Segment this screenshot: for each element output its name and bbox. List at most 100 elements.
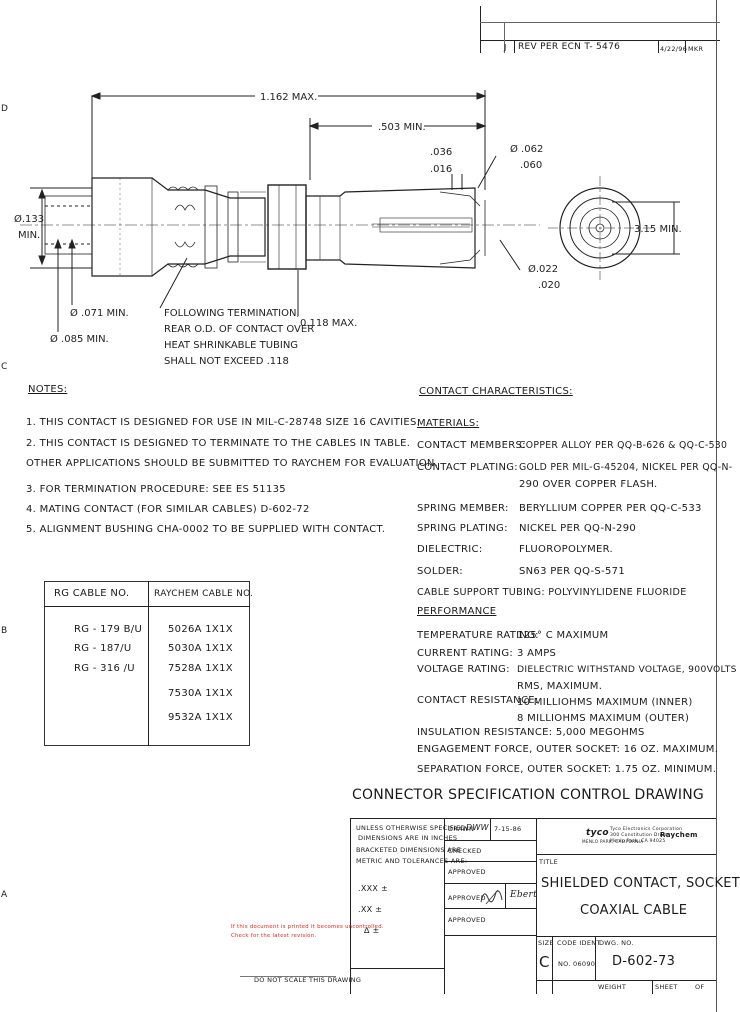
code-label: CODE IDENT [557, 939, 601, 947]
material-value: NICKEL PER QQ-N-290 [519, 523, 637, 534]
note-item: 3. FOR TERMINATION PROCEDURE: SEE ES 511… [26, 484, 286, 495]
note-item: OTHER APPLICATIONS SHOULD BE SUBMITTED T… [26, 458, 439, 469]
material-label: SPRING MEMBER: [417, 503, 509, 514]
table-cell: RG - 316 /U [74, 663, 135, 674]
note-item: 1. THIS CONTACT IS DESIGNED FOR USE IN M… [26, 417, 421, 428]
table-cell: 9532A 1X1X [168, 712, 233, 723]
table-header: RAYCHEM CABLE NO. [154, 589, 254, 599]
right-border-line [716, 0, 717, 1012]
termination-note-3: HEAT SHRINKABLE TUBING [164, 340, 298, 351]
dia-133-min: MIN. [18, 230, 40, 241]
approver-initials-signature [480, 889, 503, 905]
contact-characteristics: CONTACT CHARACTERISTICS: MATERIALS: CONT… [417, 386, 736, 786]
table-cell: RG - 179 B/U [74, 624, 143, 635]
revision-block: J REV PER ECN T- 5476 4/22/96 MKR [480, 6, 720, 53]
dim-overall-length: 1.162 MAX. [260, 92, 317, 103]
dia-133: Ø.133 [14, 213, 44, 225]
company-line: Tyco Electronics Corporation [610, 827, 683, 832]
title-line-2: COAXIAL CABLE [580, 903, 688, 918]
material-label: SPRING PLATING: [417, 523, 508, 534]
border-mark-d: D [1, 104, 9, 114]
revision-description: REV PER ECN T- 5476 [518, 42, 621, 52]
dim-016: .016 [430, 164, 452, 175]
weight-label: WEIGHT [598, 983, 627, 991]
performance-label: CONTACT RESISTANCE: [417, 695, 539, 706]
do-not-scale: DO NOT SCALE THIS DRAWING [254, 976, 362, 984]
separation-force: SEPARATION FORCE, OUTER SOCKET: 1.75 OZ.… [417, 764, 717, 775]
dwg-number: D-602-73 [612, 954, 676, 969]
drawn-date: 7-15-86 [494, 825, 522, 833]
table-cell: 7528A 1X1X [168, 663, 233, 674]
drawing-main-title: CONNECTOR SPECIFICATION CONTROL DRAWING [352, 787, 704, 803]
contact-drawing: 1.162 MAX. .503 MIN. .036 .016 Ø .062 .0… [14, 90, 682, 367]
performance-value: 125° C MAXIMUM [517, 630, 609, 641]
dwg-label: DWG. NO. [599, 939, 634, 947]
tolerance-note-1: UNLESS OTHERWISE SPECIFIED [356, 824, 466, 832]
tolerance-note-2: DIMENSIONS ARE IN INCHES [358, 834, 458, 842]
checked-label: CHECKED [448, 847, 482, 855]
performance-label: CURRENT RATING: [417, 648, 514, 659]
material-value: FLUOROPOLYMER. [519, 544, 614, 555]
sheet-label: SHEET [655, 983, 678, 991]
company-line: Menlo Park, CA 94025 [610, 839, 666, 844]
material-value: COPPER ALLOY PER QQ-B-626 & QQ-C-530 [519, 440, 728, 451]
border-mark-c: C [1, 362, 8, 372]
tolerance-note-3: BRACKETED DIMENSIONS ARE [356, 846, 462, 854]
size-label: SIZE [538, 939, 554, 947]
material-value: 290 OVER COPPER FLASH. [519, 479, 658, 490]
border-mark-a: A [1, 890, 8, 900]
termination-note-4: SHALL NOT EXCEED .118 [164, 356, 289, 367]
material-value: SN63 PER QQ-S-571 [519, 566, 625, 577]
title-label: TITLE [539, 858, 559, 866]
cable-table: RG CABLE NO. RAYCHEM CABLE NO. RG - 179 … [44, 581, 254, 746]
performance-value: DIELECTRIC WITHSTAND VOLTAGE, 900VOLTS [517, 664, 737, 675]
performance-value: 3 AMPS [517, 648, 557, 659]
table-cell: 7530A 1X1X [168, 688, 233, 699]
dim-315: 3.15 MIN. [634, 224, 682, 235]
title-line-1: SHIELDED CONTACT, SOCKET [541, 876, 740, 891]
table-header: RG CABLE NO. [54, 588, 130, 599]
dia-022: Ø.022 [528, 263, 558, 275]
company-line: 300 Constitution Drive [610, 833, 668, 838]
dim-118: 0.118 MAX. [300, 318, 357, 329]
material-value: GOLD PER MIL-G-45204, NICKEL PER QQ-N- [519, 462, 733, 473]
termination-note-1: FOLLOWING TERMINATION, [164, 308, 300, 319]
performance-heading: PERFORMANCE [417, 606, 497, 617]
tolerance-note-4: METRIC AND TOLERANCES ARE: [356, 857, 468, 865]
support-tubing: CABLE SUPPORT TUBING: POLYVINYLIDENE FLU… [417, 587, 687, 598]
table-cell: 5026A 1X1X [168, 624, 233, 635]
dia-071: Ø .071 MIN. [70, 307, 129, 319]
dim-060: .060 [520, 160, 542, 171]
tolerance-angle: ∆ ± [364, 926, 380, 935]
revision-date: 4/22/96 [660, 45, 688, 53]
dim-020: .020 [538, 280, 560, 291]
performance-label: TEMPERATURE RATING: [417, 630, 539, 641]
insulation-resistance: INSULATION RESISTANCE: 5,000 MEGOHMS [417, 727, 645, 738]
table-cell: 5030A 1X1X [168, 643, 233, 654]
engagement-force: ENGAGEMENT FORCE, OUTER SOCKET: 16 OZ. M… [417, 744, 719, 755]
approved2-label: APPROVED [448, 894, 486, 902]
size-value: C [539, 953, 550, 971]
code-value: NO. 06090 [558, 960, 596, 968]
material-label: CONTACT MEMBERS: [417, 440, 526, 451]
characteristics-heading: CONTACT CHARACTERISTICS: [419, 386, 573, 397]
disclaimer-line: Check for the latest revision. [231, 933, 317, 939]
raychem-logo: Raychem [660, 831, 698, 839]
drawn-label: DRAWN [448, 825, 475, 833]
note-item: 2. THIS CONTACT IS DESIGNED TO TERMINATE… [26, 438, 411, 449]
revision-letter: J [504, 43, 507, 52]
dia-085: Ø .085 MIN. [50, 333, 109, 345]
performance-label: VOLTAGE RATING: [417, 664, 510, 675]
performance-value: 8 MILLIOHMS MAXIMUM (OUTER) [517, 713, 690, 724]
material-value: BERYLLIUM COPPER PER QQ-C-533 [519, 503, 702, 514]
tolerance-xx: .XX ± [358, 905, 383, 914]
dim-062: Ø .062 [510, 143, 543, 155]
revision-approval: MKR [688, 45, 704, 53]
table-cell: RG - 187/U [74, 643, 132, 654]
note-item: 4. MATING CONTACT (FOR SIMILAR CABLES) D… [26, 504, 310, 515]
materials-heading: MATERIALS: [417, 418, 480, 429]
title-block: UNLESS OTHERWISE SPECIFIED DIMENSIONS AR… [240, 818, 740, 994]
company-logo: tyco [586, 828, 609, 838]
material-label: SOLDER: [417, 566, 463, 577]
performance-value: 10 MILLIOHMS MAXIMUM (INNER) [517, 697, 693, 708]
